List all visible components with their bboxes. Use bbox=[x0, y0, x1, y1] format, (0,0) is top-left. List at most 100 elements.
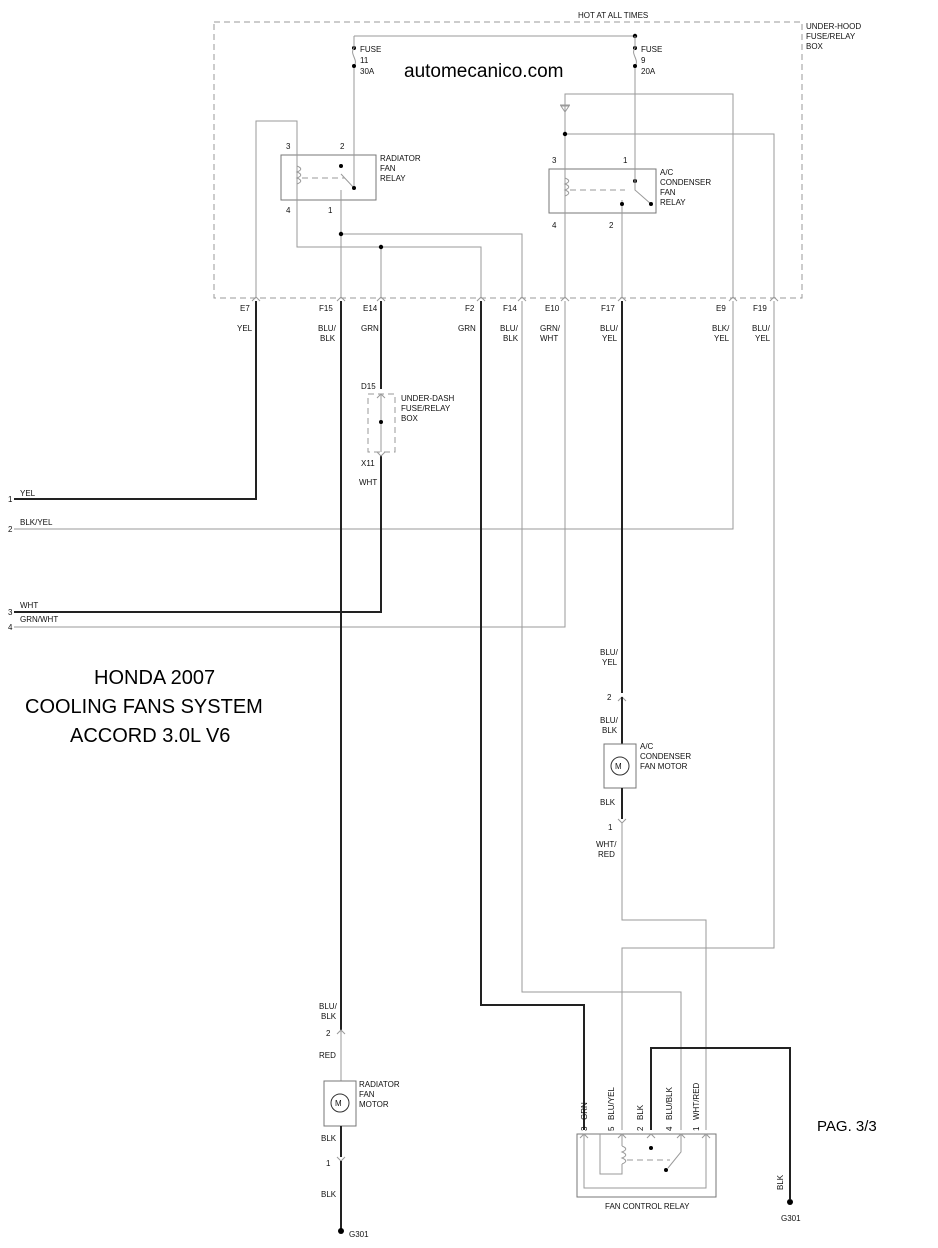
radiator-relay-label1: RADIATOR bbox=[380, 154, 421, 163]
ac-relay-switch-icon bbox=[621, 165, 652, 297]
terminal-id: F2 bbox=[465, 304, 475, 313]
left-line-2: 2 BLK/YEL bbox=[8, 518, 53, 534]
terminal-color-1: BLK/ bbox=[712, 324, 730, 333]
radiator-fan-relay-box bbox=[280, 154, 377, 201]
ac-motor-out-color: BLK bbox=[600, 798, 616, 807]
rad-motor-ground-color: BLK bbox=[321, 1190, 337, 1199]
wire-to-f19 bbox=[565, 133, 775, 297]
fan-control-label: FAN CONTROL RELAY bbox=[605, 1202, 690, 1211]
terminal-id: F15 bbox=[319, 304, 333, 313]
radiator-relay-pivot-dot bbox=[352, 186, 356, 190]
rad-motor-icon bbox=[330, 1093, 350, 1113]
radiator-relay-pin4: 4 bbox=[286, 206, 291, 215]
underdash-label2: FUSE/RELAY bbox=[401, 404, 451, 413]
pin-number: 4 bbox=[665, 1126, 674, 1131]
fan-control-internal-loop bbox=[583, 1134, 707, 1189]
left-line-num: 1 bbox=[8, 495, 13, 504]
fan-control-pin-3: 3 GRN bbox=[580, 1102, 589, 1131]
terminal-f2: F2 GRN bbox=[458, 304, 476, 333]
ac-relay-label2: CONDENSER bbox=[660, 178, 711, 187]
radiator-relay-coil-icon bbox=[295, 165, 302, 185]
connector-ticks bbox=[251, 296, 779, 302]
page-label: PAG. 3/3 bbox=[817, 1118, 877, 1135]
terminal-color-1: BLU/ bbox=[752, 324, 771, 333]
rad-motor-label2: FAN bbox=[359, 1090, 375, 1099]
left-line-color: GRN/WHT bbox=[20, 615, 58, 624]
terminal-color-2: YEL bbox=[714, 334, 730, 343]
underdash-label1: UNDER-DASH bbox=[401, 394, 455, 403]
rad-motor-in-color1: BLU/ bbox=[319, 1002, 338, 1011]
ac-relay-pin4: 4 bbox=[552, 221, 557, 230]
terminal-f19: F19 BLU/ YEL bbox=[752, 304, 771, 343]
fuse11-number: 11 bbox=[360, 56, 369, 65]
title-line1: HONDA 2007 bbox=[94, 667, 215, 689]
under-hood-box-outline bbox=[213, 21, 803, 299]
title-line3: ACCORD 3.0L V6 bbox=[70, 725, 230, 747]
rad-motor-ground-name: G301 bbox=[349, 1230, 369, 1239]
fan-control-coil-icon bbox=[599, 1134, 627, 1175]
fuse9-bottom-terminal bbox=[633, 64, 637, 68]
pin-color: BLU/YEL bbox=[607, 1087, 616, 1120]
fuse9-number: 9 bbox=[641, 56, 646, 65]
ac-motor-wire-color1: WHT/ bbox=[596, 840, 617, 849]
left-line-num: 4 bbox=[8, 623, 13, 632]
fan-control-contact-dot bbox=[649, 1146, 653, 1150]
pin-number: 3 bbox=[580, 1126, 589, 1131]
pin-color: BLK bbox=[636, 1104, 645, 1120]
ac-motor-pin2: 2 bbox=[607, 693, 612, 702]
terminal-color-2: YEL bbox=[602, 334, 618, 343]
wire-e7-to-relay-pin3 bbox=[255, 120, 298, 297]
ac-motor-pin1: 1 bbox=[608, 823, 613, 832]
ac-motor-box bbox=[603, 743, 637, 789]
wire-blk-ground-right bbox=[650, 1047, 791, 1199]
left-line-1: 1 YEL bbox=[8, 489, 36, 504]
ac-relay-label3: FAN bbox=[660, 188, 676, 197]
ac-relay-pin3: 3 bbox=[552, 156, 557, 165]
pin-number: 5 bbox=[607, 1126, 616, 1131]
terminal-e14: E14 GRN bbox=[361, 304, 379, 333]
left-line-4: 4 GRN/WHT bbox=[8, 615, 58, 632]
fuse9-amp: 20A bbox=[641, 67, 656, 76]
terminal-color-2: BLK bbox=[320, 334, 336, 343]
ac-motor-mid-color2: BLK bbox=[602, 726, 618, 735]
terminal-id: E7 bbox=[240, 304, 250, 313]
fuse9-name: FUSE bbox=[641, 45, 662, 54]
terminal-id: F19 bbox=[753, 304, 767, 313]
ac-motor-in-color2: YEL bbox=[602, 658, 618, 667]
pin-number: 1 bbox=[692, 1126, 701, 1131]
ground-g301-right-icon bbox=[787, 1199, 793, 1205]
junction-f15 bbox=[338, 231, 344, 237]
wire-rad-relay-pin1-to-f14 bbox=[341, 233, 523, 297]
wire-rad-relay-pin4-to-f2 bbox=[296, 200, 482, 297]
ground-g301-icon bbox=[338, 1228, 344, 1234]
ac-relay-pivot-dot bbox=[649, 202, 653, 206]
wire-grn-wht-e10 bbox=[14, 301, 566, 628]
underdash-label3: BOX bbox=[401, 414, 419, 423]
ac-relay-out-dot bbox=[620, 202, 624, 206]
fuse11-amp: 30A bbox=[360, 67, 375, 76]
pin-number: 2 bbox=[636, 1126, 645, 1131]
terminal-color-1: BLU/ bbox=[500, 324, 519, 333]
box-label-line3: BOX bbox=[806, 42, 824, 51]
left-line-color: WHT bbox=[20, 601, 38, 610]
ac-relay-box bbox=[548, 168, 657, 214]
underdash-bottom-pin: X11 bbox=[361, 459, 375, 468]
underdash-passthrough bbox=[376, 393, 386, 457]
right-ground-color: BLK bbox=[776, 1174, 785, 1190]
rad-motor-symbol: M bbox=[335, 1099, 342, 1108]
wire-yel-e7 bbox=[14, 301, 257, 500]
box-label-line2: FUSE/RELAY bbox=[806, 32, 856, 41]
terminal-id: E9 bbox=[716, 304, 726, 313]
ac-motor-label1: A/C bbox=[640, 742, 654, 751]
ac-relay-coil-icon bbox=[563, 177, 570, 197]
title-line2: COOLING FANS SYSTEM bbox=[25, 696, 263, 718]
right-ground-name: G301 bbox=[781, 1214, 801, 1223]
terminal-id: E10 bbox=[545, 304, 560, 313]
terminal-color-1: BLU/ bbox=[318, 324, 337, 333]
terminal-color-2: BLK bbox=[503, 334, 519, 343]
radiator-relay-switch-icon bbox=[340, 148, 355, 211]
wire-wht-red bbox=[621, 823, 707, 1130]
wire-grn-f2 bbox=[480, 301, 585, 1130]
ac-motor-label3: FAN MOTOR bbox=[640, 762, 688, 771]
